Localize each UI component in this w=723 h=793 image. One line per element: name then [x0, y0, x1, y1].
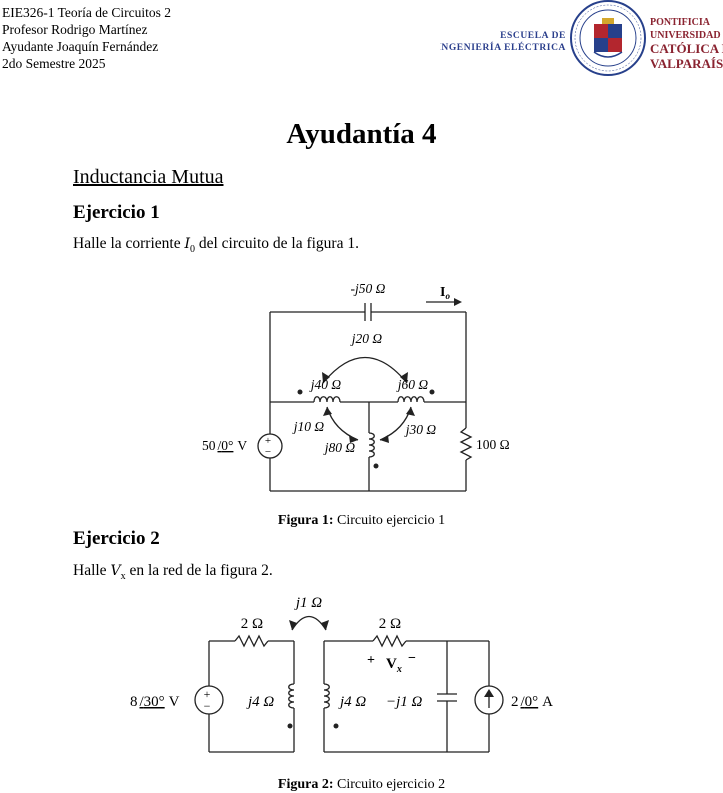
vx-label: Vx [386, 656, 402, 675]
mutual-label: j1 Ω [294, 595, 322, 611]
univ-line-2: UNIVERSIDAD [650, 30, 721, 41]
school-line-2: INGENIERÍA ELÉCTRICA [440, 41, 566, 53]
mutual-top-label: j20 Ω [350, 331, 383, 346]
source-minus: − [265, 446, 271, 458]
vsource-minus: − [204, 699, 211, 713]
assistant-line: Ayudante Joaquín Fernández [2, 39, 159, 54]
university-seal [570, 0, 646, 76]
univ-line-4: VALPARAÍSO [650, 56, 723, 71]
vx-plus: + [367, 653, 375, 668]
document-header: EIE326-1 Teoría de Circuitos 2 Profesor … [2, 4, 171, 72]
source-plus: + [265, 435, 271, 447]
capacitor-label: −j1 Ω [386, 694, 423, 710]
university-logo: ESCUELA DE INGENIERÍA ELÉCTRICA PONTIFIC… [440, 0, 723, 76]
current-label: Io [440, 285, 450, 301]
source-label: 50/0°V [202, 438, 247, 453]
mutual-right-label: j30 Ω [404, 422, 437, 437]
school-line-1: ESCUELA DE [500, 31, 566, 41]
vsource-label: 8/30°V [130, 694, 180, 710]
exercise-1-heading: Ejercicio 1 [73, 202, 160, 223]
exercise-1-statement: Halle la corriente I0 del circuito de la… [73, 235, 359, 256]
vx-minus: − [408, 651, 416, 666]
inductor-2-label: j60 Ω [396, 377, 429, 392]
inductor-1-label: j40 Ω [309, 377, 342, 392]
univ-line-3: CATÓLICA DE [650, 41, 723, 56]
exercise-2-heading: Ejercicio 2 [73, 528, 160, 549]
exercise-2-statement: Halle Vx en la red de la figura 2. [73, 562, 273, 583]
mutual-left-label: j10 Ω [292, 419, 325, 434]
resistor-label: 100 Ω [476, 437, 510, 452]
course-line: EIE326-1 Teoría de Circuitos 2 [2, 5, 172, 20]
vsource-plus: + [204, 687, 211, 701]
resistor-1-label: 2 Ω [241, 616, 263, 632]
professor-line: Profesor Rodrigo Martínez [2, 22, 148, 37]
univ-line-1: PONTIFICIA [650, 17, 711, 28]
isource-label: 2/0°A [511, 694, 553, 710]
inductor-1-label: j4 Ω [246, 694, 274, 710]
section-title: Inductancia Mutua [73, 166, 224, 188]
capacitor-label: -j50 Ω [351, 281, 386, 296]
figure-2-caption: Figura 2: Circuito ejercicio 2 [277, 777, 446, 792]
page-title: Ayudantía 4 [286, 118, 437, 150]
resistor-2-label: 2 Ω [379, 616, 401, 632]
figure-1-caption: Figura 1: Circuito ejercicio 1 [277, 513, 446, 528]
semester-line: 2do Semestre 2025 [2, 56, 106, 71]
inductor-3-label: j80 Ω [323, 440, 356, 455]
figure-1-circuit: + − -j50 Ω Io j20 Ω j40 Ω j60 Ω j10 Ω j3… [202, 281, 510, 492]
inductor-2-label: j4 Ω [338, 694, 366, 710]
figure-2-circuit: + − j1 Ω 2 Ω 2 Ω + Vx − 8/30°V j4 Ω j4 Ω… [130, 595, 553, 753]
